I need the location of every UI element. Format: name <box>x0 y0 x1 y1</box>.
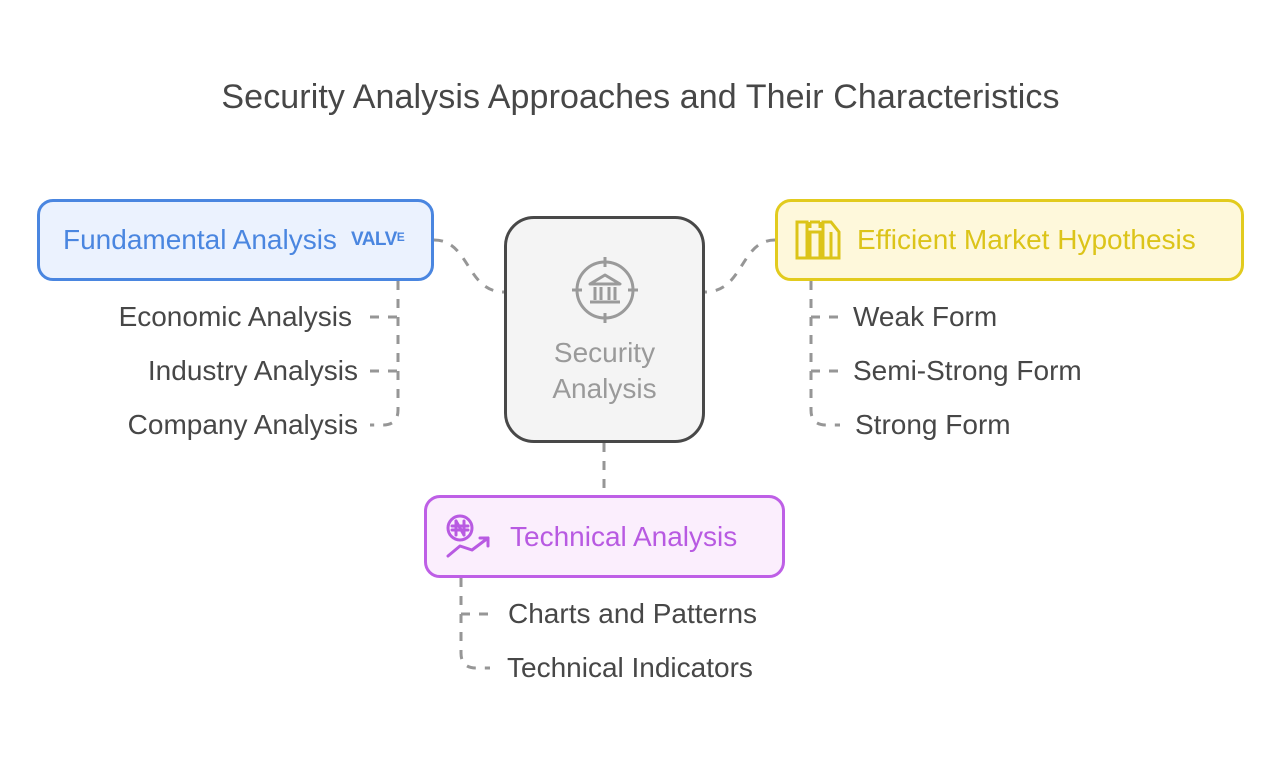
leaf-weak-form: Weak Form <box>853 301 998 332</box>
connector-fundamental-trunk <box>370 281 400 427</box>
value-icon-sup: E <box>396 230 405 244</box>
leaf-semi-strong-form: Semi-Strong Form <box>853 355 1082 386</box>
leaf-strong-form: Strong Form <box>855 409 1011 440</box>
node-label: Efficient Market Hypothesis <box>857 224 1196 255</box>
leaf-economic-analysis: Economic Analysis <box>118 301 352 332</box>
naira-trend-icon <box>446 514 490 557</box>
node-technical-analysis[interactable]: Technical Analysis <box>424 495 785 578</box>
node-security-analysis[interactable]: Security Analysis <box>504 216 705 443</box>
connector-efficient-center <box>704 238 776 294</box>
value-icon-text: VALV <box>350 229 397 250</box>
leaf-technical-indicators: Technical Indicators <box>507 652 753 683</box>
leaf-company-analysis: Company Analysis <box>127 409 358 440</box>
diagram-title: Security Analysis Approaches and Their C… <box>221 78 1060 116</box>
node-efficient-market-hypothesis[interactable]: Efficient Market Hypothesis <box>775 199 1244 281</box>
bank-target-icon <box>571 257 638 323</box>
columns-document-icon <box>795 220 841 260</box>
node-label: Security Analysis <box>552 337 657 404</box>
connector-technical-trunk <box>459 578 490 670</box>
node-label: Fundamental Analysis <box>63 224 337 255</box>
value-icon: VALVE <box>350 229 405 251</box>
leaf-charts-and-patterns: Charts and Patterns <box>508 598 758 629</box>
connector-efficient-trunk <box>809 281 840 427</box>
connector-fundamental-center <box>433 238 505 294</box>
node-fundamental-analysis[interactable]: Fundamental Analysis VALVE <box>37 199 434 281</box>
node-label: Technical Analysis <box>510 520 738 552</box>
leaf-industry-analysis: Industry Analysis <box>147 355 358 386</box>
